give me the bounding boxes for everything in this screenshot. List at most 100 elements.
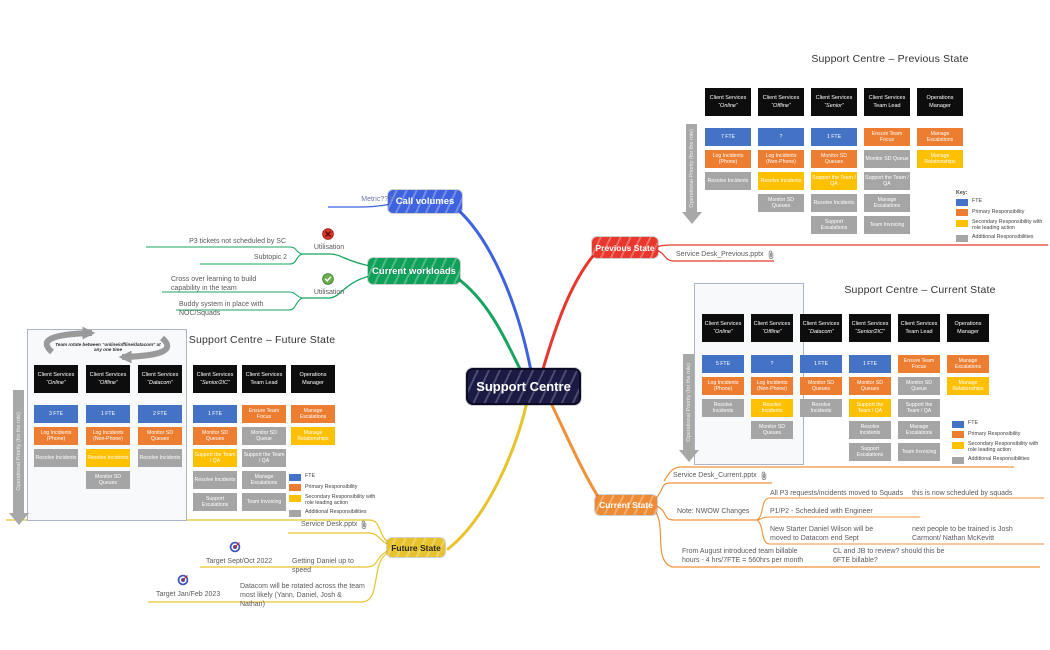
topic-future-attachment[interactable]: Service Desk.pptx — [301, 520, 368, 530]
legend-item: Primary Responsibility — [289, 484, 381, 491]
topic-p1p2-engineer[interactable]: P1/P2 - Scheduled with Engineer — [770, 508, 873, 515]
legend-item: FTE — [952, 420, 1044, 428]
column-header: Client Services“Offline” — [86, 365, 130, 393]
chart-cell: Monitor SD Queue — [242, 427, 286, 445]
topic-target-jan-feb[interactable]: Target Jan/Feb 2023 — [156, 591, 221, 598]
chart-cell: Team Invoicing — [864, 216, 910, 234]
topic-p3-moved-squads[interactable]: All P3 requests/incidents moved to Squad… — [770, 490, 904, 497]
topic-call-volumes[interactable]: Call volumes — [388, 190, 462, 213]
branch-current-state — [547, 397, 604, 505]
paperclip-icon[interactable] — [760, 471, 768, 481]
topic-billable-hours[interactable]: From August introduced team billable hou… — [682, 548, 804, 565]
column-header: Client Services“Online” — [705, 88, 751, 116]
chart-cell: Log Incidents (Non-Phone) — [751, 377, 793, 395]
chart-cell: Resolve Incidents — [849, 421, 891, 439]
chart-cell: Manage Escalations — [917, 128, 963, 146]
topic-previous-state[interactable]: Previous State — [592, 237, 658, 258]
paperclip-icon[interactable] — [767, 250, 775, 260]
chart-cell: Log Incidents (Phone) — [705, 150, 751, 168]
legend-label: Secondary Responsibility with role leadi… — [968, 441, 1039, 453]
legend-chip — [956, 234, 968, 242]
chart-cell: Ensure Team Focus — [242, 405, 286, 423]
topic-next-trained[interactable]: next people to be trained is Josh Carmon… — [912, 526, 1013, 543]
topic-current-state[interactable]: Current State — [595, 495, 657, 515]
chart-cell: Manage Escalations — [864, 194, 910, 212]
topic-p3-not-scheduled[interactable]: P3 tickets not scheduled by SC — [189, 238, 286, 245]
legend-chip — [289, 473, 301, 481]
priority-arrow-previous: Operational Priority (for the role) — [681, 124, 702, 224]
branch-current-workloads — [448, 271, 524, 375]
chart-cell: Manage Escalations — [898, 421, 940, 439]
topic-getting-daniel[interactable]: Getting Daniel up to speed — [292, 558, 354, 575]
legend-label: FTE — [305, 473, 316, 479]
red-cross-icon[interactable] — [322, 228, 334, 240]
chart-cell: Monitor SD Queues — [86, 471, 130, 489]
current-chart-title: Support Centre – Current State — [844, 284, 996, 296]
topic-datacom-rotated[interactable]: Datacom will be rotated across the team … — [240, 583, 365, 609]
branch-previous-state — [541, 246, 602, 371]
topic-buddy-system[interactable]: Buddy system in place with NOC/Squads — [179, 301, 264, 318]
topic-current-attachment[interactable]: Service Desk_Current.pptx — [673, 471, 768, 481]
topic-current-workloads[interactable]: Current workloads — [368, 258, 460, 284]
central-topic[interactable]: Support Centre — [466, 368, 581, 405]
chart-cell: Log Incidents (Phone) — [702, 377, 744, 395]
topic-future-state[interactable]: Future State — [387, 538, 445, 557]
topic-metric[interactable]: Metric??? — [361, 196, 392, 203]
chart-cell: Resolve Incidents — [34, 449, 78, 467]
target-icon[interactable] — [177, 574, 189, 586]
attachment-label: Service Desk_Previous.pptx — [676, 251, 764, 259]
chart-cell: Resolve Incidents — [138, 449, 182, 467]
green-check-icon[interactable] — [322, 273, 334, 285]
target-icon[interactable] — [229, 541, 241, 553]
legend-chip — [289, 494, 301, 502]
chart-cell: Ensure Team Focus — [864, 128, 910, 146]
column-header: Client Services“Online” — [34, 365, 78, 393]
topic-nwow-changes[interactable]: Note: NWOW Changes — [677, 508, 750, 515]
chart-cell: Log Incidents (Non-Phone) — [86, 427, 130, 445]
topic-scheduled-by-squads[interactable]: this is now scheduled by squads — [912, 490, 1013, 497]
topic-utilisation-2[interactable]: Utilisation — [313, 289, 345, 296]
topic-utilisation-1[interactable]: Utilisation — [313, 244, 345, 251]
rotate-note: Team rotate between “online/offline/data… — [55, 342, 161, 352]
topic-previous-attachment[interactable]: Service Desk_Previous.pptx — [676, 250, 775, 260]
chart-cell: 1 FTE — [800, 355, 842, 373]
legend-chip — [289, 484, 301, 491]
chart-cell: Support the Team / QA — [849, 399, 891, 417]
chart-cell: Monitor SD Queue — [864, 150, 910, 168]
legend-item: Secondary Responsibility with role leadi… — [956, 219, 1048, 231]
chart-cell: Resolve Incidents — [800, 399, 842, 417]
chart-cell: 1 FTE — [193, 405, 237, 423]
topic-subtopic-2[interactable]: Subtopic 2 — [253, 254, 287, 261]
legend-chip — [289, 509, 301, 517]
topic-cross-over-learning[interactable]: Cross over learning to build capability … — [171, 276, 257, 293]
legend-item: FTE — [956, 198, 1048, 206]
chart-cell: Support the Team / QA — [864, 172, 910, 190]
topic-daniel-wilson[interactable]: New Starter Daniel Wilson will be moved … — [770, 526, 874, 543]
legend-item: Additional Responsibilities — [289, 509, 381, 517]
legend-item: Secondary Responsibility with role leadi… — [289, 494, 381, 506]
legend-label: Additional Responsibilities — [305, 509, 367, 515]
chart-cell: Team Invoicing — [242, 493, 286, 511]
legend-label: Additional Responsibilities — [968, 456, 1030, 462]
chart-cell: Resolve Incidents — [702, 399, 744, 417]
legend-label: Secondary Responsibility with role leadi… — [305, 494, 376, 506]
column-header: Client Services“Online” — [702, 314, 744, 342]
topic-target-sept-oct[interactable]: Target Sept/Oct 2022 — [206, 558, 273, 565]
chart-cell: 2 FTE — [138, 405, 182, 423]
legend-chip — [956, 219, 968, 227]
legend-label: Additional Responsibilities — [972, 234, 1034, 240]
chart-cell: Monitor SD Queues — [758, 194, 804, 212]
branch-call-volumes — [448, 201, 533, 373]
chart-cell: Resolve Incidents — [193, 471, 237, 489]
legend-title: Key: — [956, 190, 968, 196]
topic-billable-review[interactable]: CL and JB to review? should this be 6FTE… — [833, 548, 945, 565]
chart-cell: Support the Team / QA — [193, 449, 237, 467]
column-header: Client Services“Senior” — [811, 88, 857, 116]
chart-cell: 1 FTE — [849, 355, 891, 373]
paperclip-icon[interactable] — [360, 520, 368, 530]
